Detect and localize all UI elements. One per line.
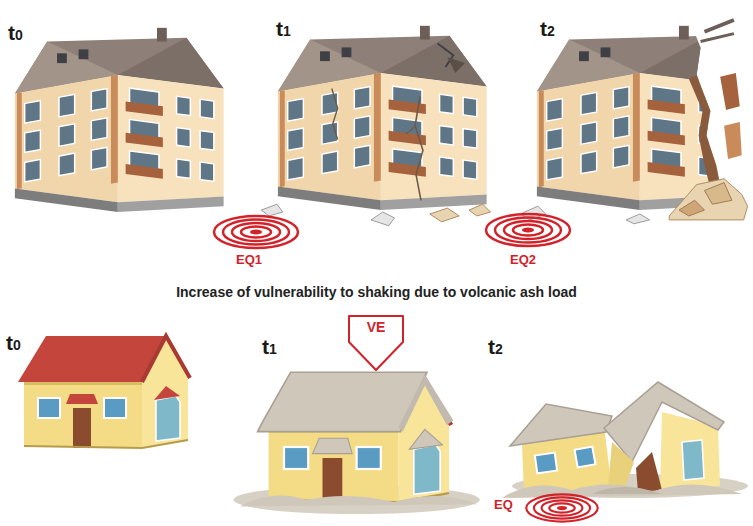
earthquake-label: EQ2 — [510, 252, 536, 267]
earthquake-label: EQ1 — [236, 252, 262, 267]
earthquake-label: EQ — [494, 497, 513, 512]
time-label: t1 — [276, 18, 291, 39]
ve-arrow: VE — [347, 314, 405, 372]
time-label: t1 — [262, 336, 277, 357]
node-text: VE — [347, 314, 405, 335]
time-label: t2 — [540, 18, 555, 39]
time-label: t0 — [8, 22, 23, 43]
time-label: t0 — [6, 332, 21, 353]
section-heading: Increase of vulnerability to shaking due… — [0, 284, 753, 300]
time-label: t2 — [488, 336, 503, 357]
